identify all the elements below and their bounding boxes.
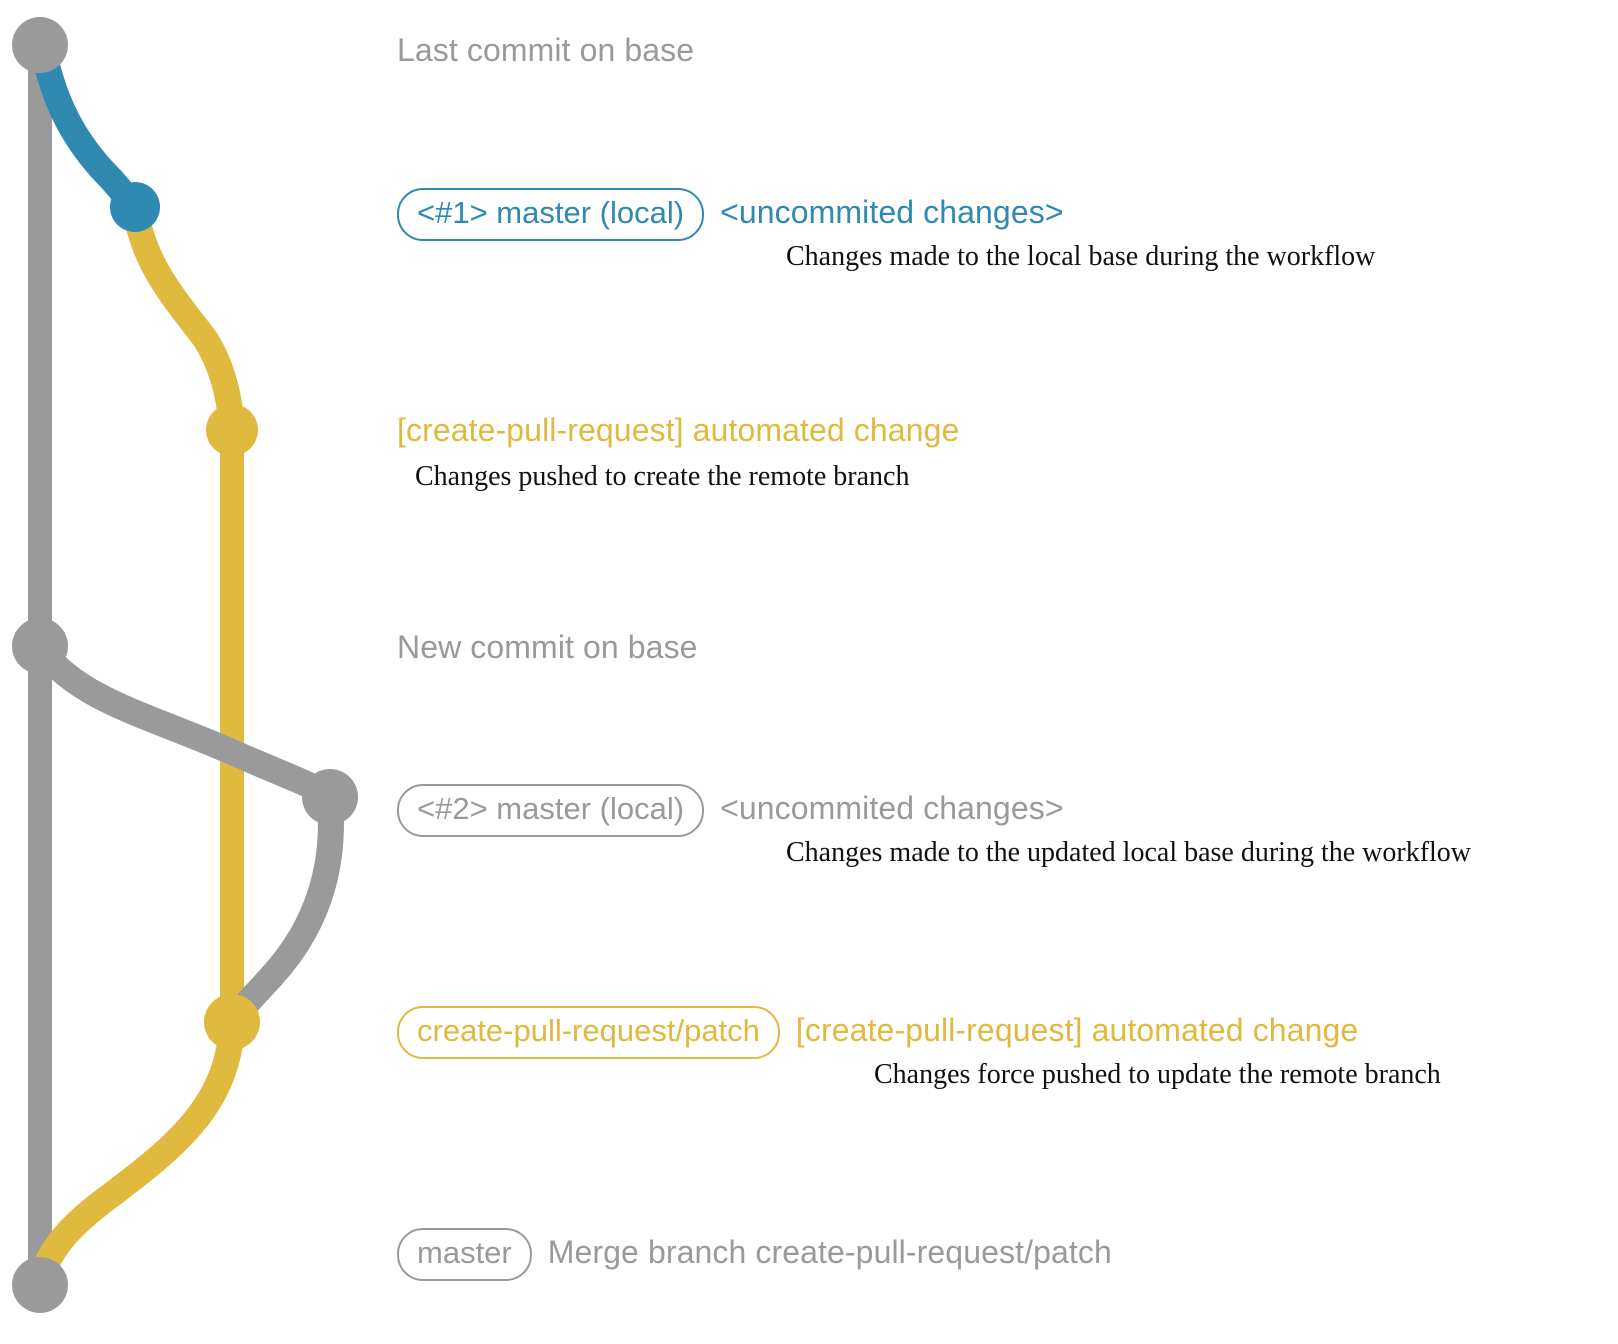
commit-node-base-merge[interactable] <box>12 1257 68 1313</box>
commit-node-patch-2[interactable] <box>204 994 260 1050</box>
row-master-local-1: <#1> master (local) <uncommited changes> <box>397 188 1064 241</box>
branch-pill-create-pull-request-patch[interactable]: create-pull-request/patch <box>397 1006 780 1059</box>
caption-force-pushed-update-remote-branch: Changes force pushed to update the remot… <box>874 1059 1441 1090</box>
row-new-commit-on-base: New commit on base <box>397 629 698 665</box>
edge-local1-to-patch1 <box>123 201 245 443</box>
edge-patch2-to-merge <box>27 1015 245 1298</box>
branch-pill-master-local-2[interactable]: <#2> master (local) <box>397 784 705 837</box>
row-master-merge: master Merge branch create-pull-request/… <box>397 1228 1112 1281</box>
headline-uncommited-changes-2: <uncommited changes> <box>720 790 1064 826</box>
commit-node-patch-1[interactable] <box>206 404 258 456</box>
row-last-commit-on-base: Last commit on base <box>397 32 695 68</box>
caption-updated-local-base-changes: Changes made to the updated local base d… <box>786 837 1472 868</box>
caption-local-base-changes: Changes made to the local base during th… <box>786 241 1376 272</box>
commit-node-local-1[interactable] <box>110 182 160 232</box>
commit-node-local-2[interactable] <box>302 769 358 825</box>
headline-new-commit-on-base: New commit on base <box>397 629 698 665</box>
branch-pill-master[interactable]: master <box>397 1228 532 1281</box>
edge-base-to-local1 <box>31 39 148 220</box>
headline-automated-change-2: [create-pull-request] automated change <box>795 1012 1359 1048</box>
headline-last-commit-on-base: Last commit on base <box>397 32 695 68</box>
commit-node-base-top[interactable] <box>12 17 68 73</box>
row-automated-change-1: [create-pull-request] automated change <box>397 412 960 448</box>
row-master-local-2: <#2> master (local) <uncommited changes> <box>397 784 1064 837</box>
branch-pill-master-local-1[interactable]: <#1> master (local) <box>397 188 705 241</box>
headline-automated-change-1: [create-pull-request] automated change <box>397 412 960 448</box>
headline-merge-branch: Merge branch create-pull-request/patch <box>547 1234 1112 1270</box>
caption-pushed-create-remote-branch: Changes pushed to create the remote bran… <box>415 461 910 492</box>
row-patch-branch: create-pull-request/patch [create-pull-r… <box>397 1006 1358 1059</box>
commit-node-base-new[interactable] <box>12 618 68 674</box>
headline-uncommited-changes-1: <uncommited changes> <box>720 194 1064 230</box>
